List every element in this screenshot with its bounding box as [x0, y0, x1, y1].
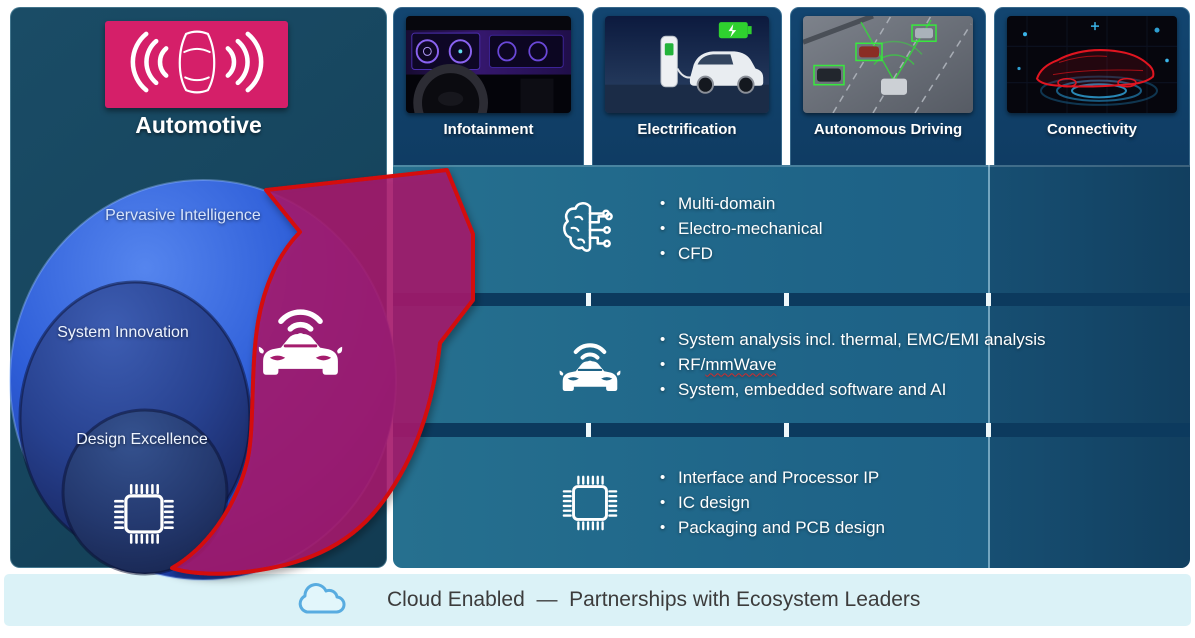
- column-autonomous-driving: Autonomous Driving: [790, 7, 986, 165]
- capabilities-grid: Multi-domainElectro-mechanicalCFD: [393, 165, 1190, 568]
- row-multi-domain: Multi-domainElectro-mechanicalCFD: [393, 165, 1190, 293]
- bullet-item: Electro-mechanical: [657, 217, 823, 241]
- divider-tick: [784, 423, 789, 437]
- column-label: Connectivity: [1046, 121, 1137, 138]
- bullet-item: Interface and Processor IP: [657, 466, 885, 490]
- column-connectivity: Connectivity: [994, 7, 1190, 165]
- divider-tick: [784, 293, 789, 306]
- footer-text: Cloud Enabled — Partnerships with Ecosys…: [387, 588, 921, 611]
- highway-object-detection-photo: [803, 16, 973, 113]
- ring-label-pervasive-intelligence: Pervasive Intelligence: [105, 207, 261, 224]
- bullet-item: System analysis incl. thermal, EMC/EMI a…: [657, 328, 1046, 352]
- bullet-item: System, embedded software and AI: [657, 378, 1046, 402]
- car-cockpit-dashboard-photo: [406, 16, 571, 113]
- bullet-list: Multi-domainElectro-mechanicalCFD: [657, 191, 823, 267]
- cloud-icon: [296, 583, 348, 622]
- automotive-badge: [105, 21, 288, 108]
- bullet-item: Multi-domain: [657, 192, 823, 216]
- row-divider: [393, 423, 1190, 437]
- grid-top-highlight: [393, 165, 1190, 167]
- bullet-item: IC design: [657, 491, 885, 515]
- bullet-item: RF/mmWave: [657, 353, 1046, 377]
- column-infotainment: Infotainment: [393, 7, 584, 165]
- row-ic-design: Interface and Processor IPIC designPacka…: [393, 437, 1190, 568]
- divider-tick: [586, 293, 591, 306]
- footer-banner: Cloud Enabled — Partnerships with Ecosys…: [4, 574, 1191, 626]
- row-system-analysis: System analysis incl. thermal, EMC/EMI a…: [393, 306, 1190, 423]
- bullet-item: CFD: [657, 242, 823, 266]
- red-wireframe-car-photo: [1007, 16, 1177, 113]
- connected-car-icon: [523, 336, 657, 394]
- ring-label-design-excellence: Design Excellence: [76, 431, 208, 448]
- row-divider: [393, 293, 1190, 306]
- column-label: Autonomous Driving: [813, 121, 963, 138]
- panel-title: Automotive: [135, 112, 262, 138]
- ring-label-system-innovation: System Innovation: [57, 324, 189, 341]
- bullet-item: Packaging and PCB design: [657, 516, 885, 540]
- microchip-icon: [523, 472, 657, 534]
- divider-tick: [986, 423, 991, 437]
- automotive-panel: Automotive: [10, 7, 387, 568]
- ai-brain-circuit-icon: [523, 198, 657, 260]
- column-label: Infotainment: [443, 121, 534, 138]
- bullet-list: System analysis incl. thermal, EMC/EMI a…: [657, 327, 1046, 403]
- column-electrification: Electrification: [592, 7, 782, 165]
- car-radar-top-view-icon: [113, 23, 281, 106]
- column-label: Electrification: [637, 121, 737, 138]
- divider-tick: [986, 293, 991, 306]
- ev-charging-station-photo: [605, 16, 769, 113]
- bullet-list: Interface and Processor IPIC designPacka…: [657, 465, 885, 541]
- divider-tick: [586, 423, 591, 437]
